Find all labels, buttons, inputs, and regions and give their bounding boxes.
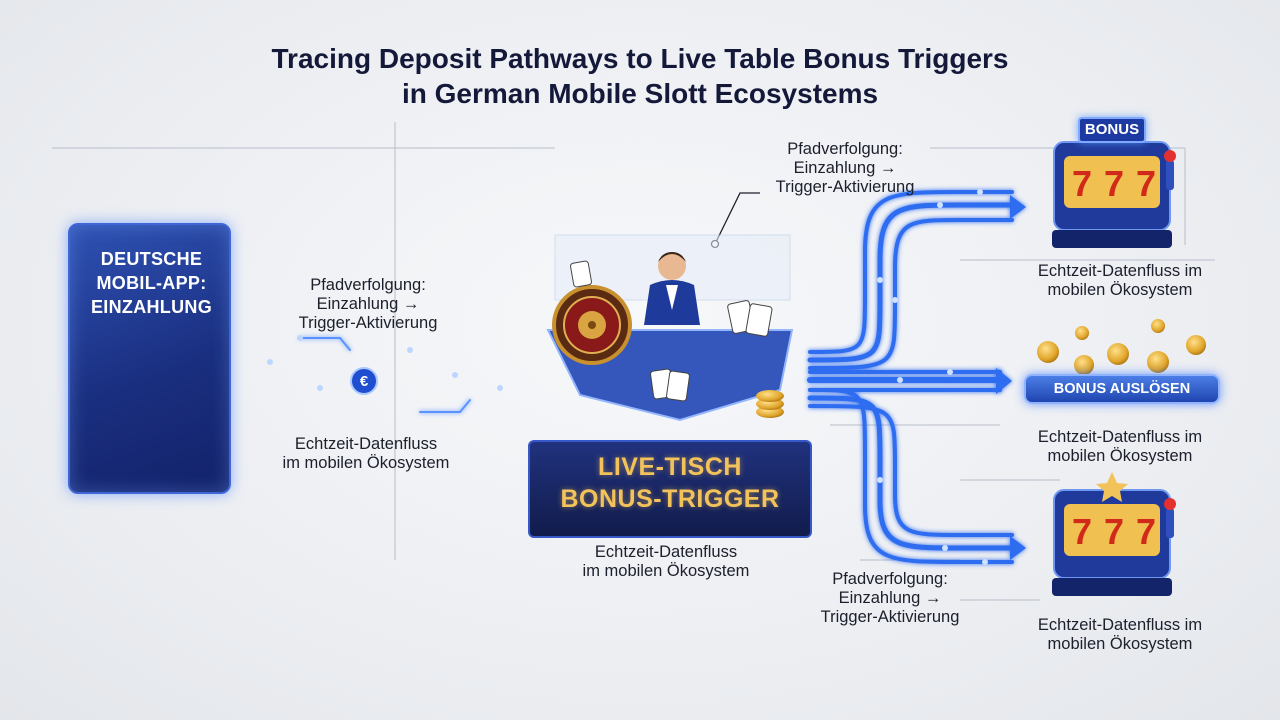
slot-reels-bottom: 7 7 7 [1066,506,1162,558]
slot-machine-bottom-icon [1052,472,1176,596]
reel-symbol: 7 [1135,163,1157,204]
hub-flow-caption: Echtzeit-Datenfluss im mobilen Ökosystem [582,543,750,580]
gold-coins-icon [1037,319,1206,375]
output-middle-caption: Echtzeit-Datenfluss im mobilen Ökosystem [1037,428,1203,465]
bonus-trigger-button[interactable]: Bonus auslösen [1024,374,1220,404]
arrow-heads [996,195,1026,560]
left-flow-band [227,337,533,413]
diagram-title: Tracing Deposit Pathways to Live Table B… [271,43,1009,74]
dealer-icon [644,252,700,325]
source-phone-card: Deutsche Mobil-App: Einzahlung [68,223,231,494]
playing-cards-icon [570,260,773,402]
guide-lines [52,122,1215,601]
reel-symbol: 7 [1071,511,1093,552]
reel-symbol: 7 [1135,511,1157,552]
reel-symbol: 7 [1103,511,1125,552]
diagram-title-line2: in German Mobile Slott Ecosystems [401,78,879,109]
source-label: Deutsche Mobil-App: Einzahlung [91,249,212,317]
output-bottom-caption: Echtzeit-Datenfluss im mobilen Ökosystem [1037,616,1203,653]
hub-front-panel [528,440,812,538]
bonus-badge: Bonus [1078,117,1146,143]
hub-label-line2: Bonus-Trigger [560,485,780,513]
right-flow-nodes [877,189,988,565]
flow-euro-icon: € [350,367,378,395]
svg-text:€: € [360,373,369,390]
reel-symbol: 7 [1103,163,1125,204]
left-flow-nodes [267,335,503,391]
slot-reels-top: 7 7 7 [1066,158,1162,210]
top-path-caption: Pfadverfolgung: Einzahlung → Trigger-Akt… [775,140,915,196]
right-flow-branches [807,190,1015,564]
left-flow-caption: Echtzeit-Datenfluss im mobilen Ökosystem [282,435,450,472]
output-top-caption: Echtzeit-Datenfluss im mobilen Ökosystem [1037,262,1203,299]
roulette-wheel-icon [552,285,632,365]
reel-symbol: 7 [1071,163,1093,204]
hub-label-line1: Live-Tisch [598,453,742,481]
left-path-caption: Pfadverfolgung: Einzahlung → Trigger-Akt… [298,276,438,332]
bottom-path-caption: Pfadverfolgung: Einzahlung → Trigger-Akt… [820,570,960,626]
coin-stack-icon [756,390,784,418]
